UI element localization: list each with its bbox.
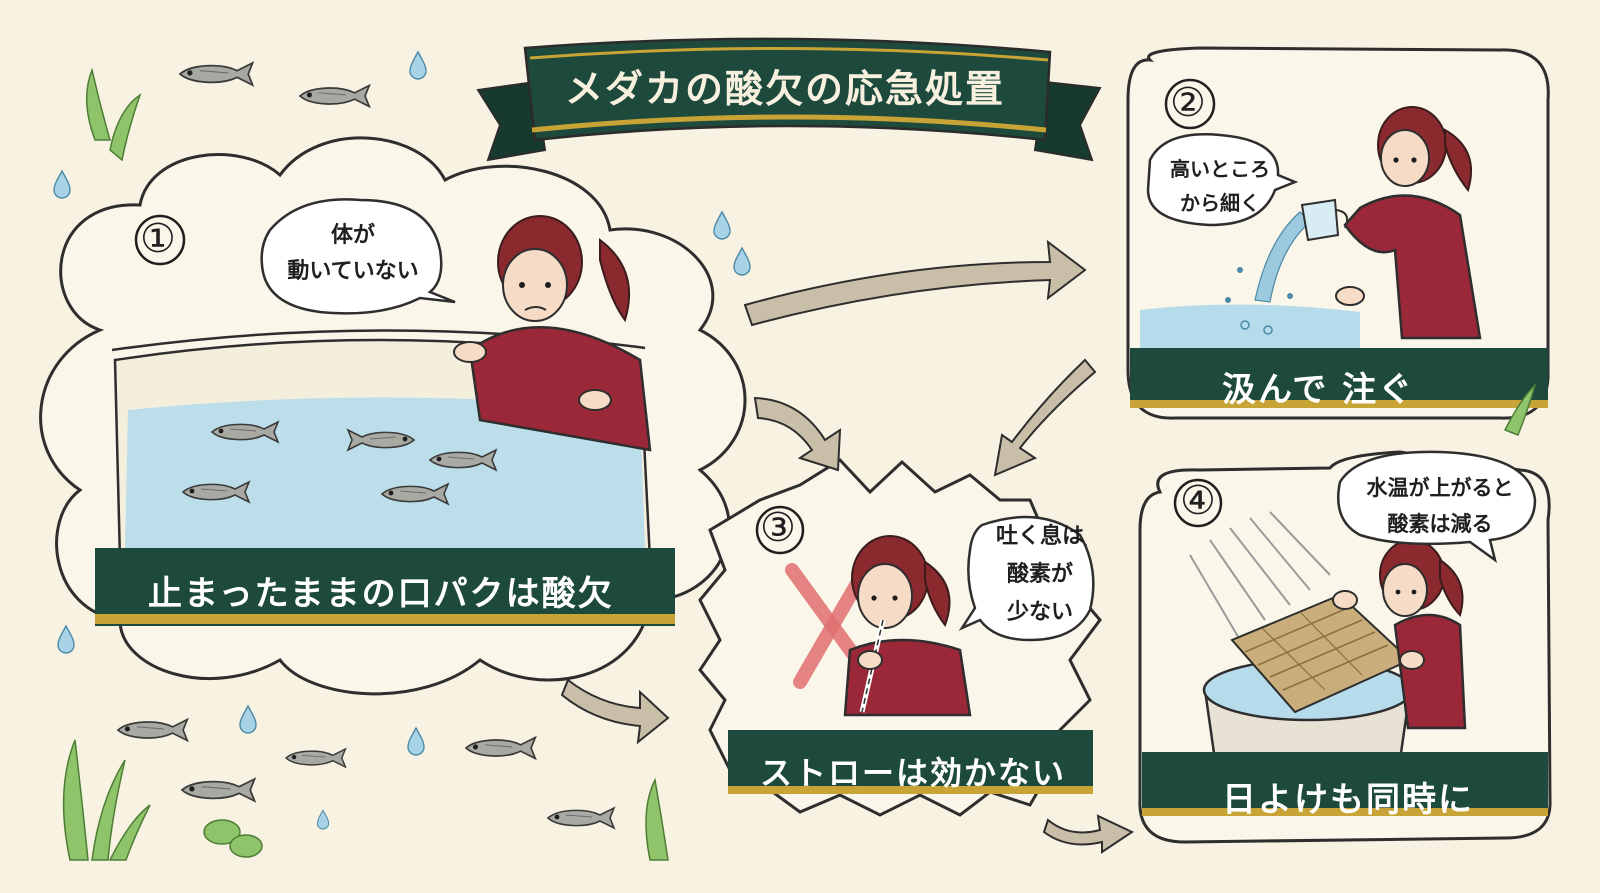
step1-caption-bar bbox=[95, 548, 675, 626]
water-plant-icon bbox=[62, 67, 1537, 861]
step3-speech-line: 吐く息は bbox=[995, 524, 1084, 549]
step1-caption: 止まったままの口パクは酸欠 bbox=[148, 574, 614, 614]
arrow-icon bbox=[753, 396, 842, 472]
step2-speech-line: から細く bbox=[1180, 191, 1260, 215]
step1-number-circle bbox=[134, 214, 186, 266]
step3-number-circle bbox=[755, 505, 805, 555]
step3-speech: 吐く息は 酸素が 少ない bbox=[990, 518, 1090, 632]
step4-speech: 水温が上がると 酸素は減る bbox=[1345, 470, 1535, 542]
arrow-icon bbox=[743, 239, 1087, 327]
step2-panel bbox=[1126, 46, 1550, 420]
step2-number: ② bbox=[1170, 80, 1206, 126]
step3-number: ③ bbox=[760, 505, 796, 551]
step3-speech-line: 酸素が bbox=[1006, 562, 1073, 587]
step4-number: ④ bbox=[1180, 478, 1216, 524]
step4-speech-line: 水温が上がると bbox=[1366, 476, 1514, 500]
step3-panel bbox=[698, 458, 1102, 817]
step2-speech-line: 高いところ bbox=[1170, 157, 1270, 181]
step2-number-circle bbox=[1164, 78, 1216, 130]
speech-bubble-4 bbox=[1336, 450, 1537, 564]
step1-speech-line: 動いていない bbox=[287, 259, 419, 284]
pitcher-icon bbox=[1300, 198, 1349, 242]
girl-figure-3 bbox=[843, 535, 972, 717]
step4-panel bbox=[1138, 450, 1552, 844]
sun-rays-icon bbox=[1189, 511, 1331, 641]
bamboo-shade-icon bbox=[1230, 593, 1412, 714]
step1-speech-line: 体が bbox=[330, 223, 375, 248]
step3-caption: ストローは効かない bbox=[760, 754, 1067, 792]
girl-figure-1 bbox=[453, 215, 652, 452]
step4-caption: 日よけも同時に bbox=[1222, 780, 1474, 820]
speech-bubble-1 bbox=[260, 198, 456, 315]
speech-bubble-3 bbox=[958, 515, 1095, 642]
step2-caption: 汲んで 注ぐ bbox=[1222, 370, 1415, 410]
step1-panel bbox=[39, 136, 747, 696]
page-title: メダカの酸欠の応急処置 bbox=[565, 67, 1006, 111]
step2-caption-bar bbox=[1130, 348, 1548, 408]
step4-speech-line: 酸素は減る bbox=[1387, 512, 1493, 536]
girl-figure-2 bbox=[1335, 106, 1482, 340]
step2-speech: 高いところ から細く bbox=[1160, 152, 1280, 220]
step1-speech: 体が 動いていない bbox=[283, 218, 423, 290]
speech-bubble-2 bbox=[1146, 133, 1299, 227]
step3-speech-line: 少ない bbox=[1006, 600, 1073, 625]
step1-number: ① bbox=[140, 216, 176, 262]
arrow-icon bbox=[1042, 814, 1135, 854]
step4-number-circle bbox=[1173, 478, 1223, 528]
step4-caption-bar bbox=[1142, 752, 1548, 816]
step3-caption-bar bbox=[728, 730, 1093, 794]
arrow-icon bbox=[993, 358, 1097, 477]
title-banner bbox=[476, 37, 1102, 162]
flow-arrows bbox=[560, 239, 1135, 854]
arrow-icon bbox=[560, 678, 670, 745]
